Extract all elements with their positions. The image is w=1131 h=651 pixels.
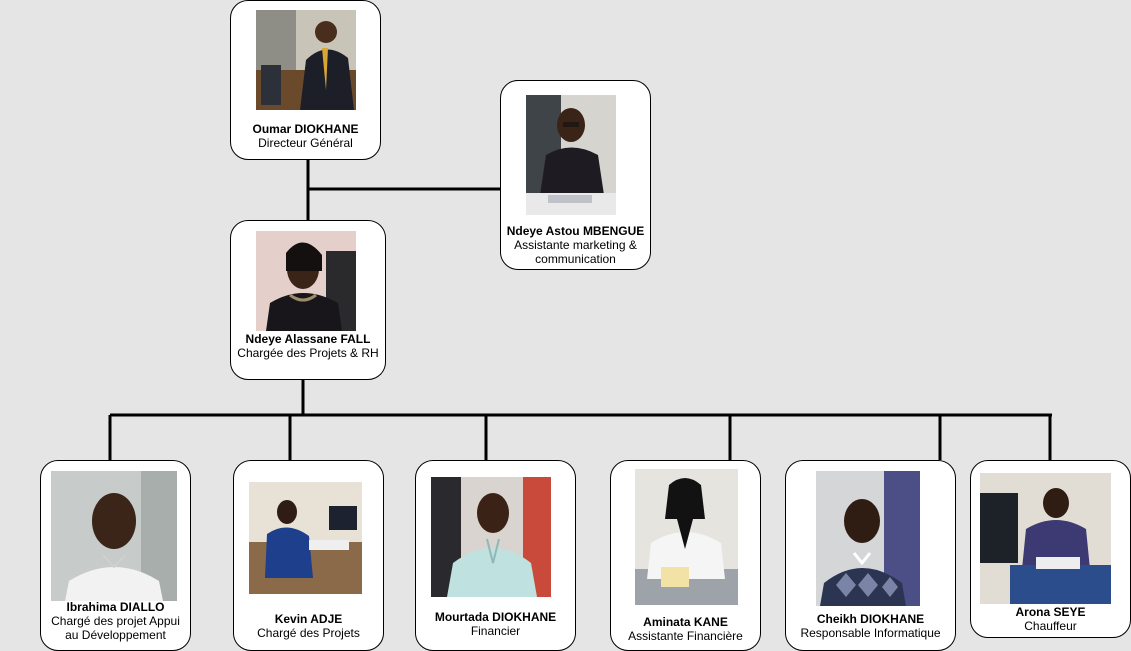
node-projects: Kevin ADJE Chargé des Projets xyxy=(233,460,384,651)
person-name: Arona SEYE xyxy=(1015,605,1086,619)
caption-finance: Mourtada DIOKHANE Financier xyxy=(418,610,573,638)
man-light-robe-photo xyxy=(431,477,551,597)
node-dev-support: Ibrahima DIALLO Chargé des projet Appui … xyxy=(40,460,191,651)
man-blue-shirt-desk-photo xyxy=(249,482,362,594)
woman-glasses-keyboard-photo xyxy=(526,95,616,215)
node-driver: Arona SEYE Chauffeur xyxy=(970,460,1131,638)
caption-director: Oumar DIOKHANE Directeur Général xyxy=(233,122,378,150)
caption-finance-assistant: Aminata KANE Assistante Financière xyxy=(613,615,758,643)
node-director: Oumar DIOKHANE Directeur Général xyxy=(230,0,381,160)
node-finance-assistant: Aminata KANE Assistante Financière xyxy=(610,460,761,651)
person-role: Responsable Informatique xyxy=(800,626,941,640)
person-role: Chauffeur xyxy=(1024,619,1077,633)
person-name: Cheikh DIOKHANE xyxy=(816,612,925,626)
person-role: Directeur Général xyxy=(258,136,353,150)
person-name: Aminata KANE xyxy=(643,615,728,629)
caption-projects: Kevin ADJE Chargé des Projets xyxy=(236,612,381,640)
node-assistant-marketing: Ndeye Astou MBENGUE Assistante marketing… xyxy=(500,80,651,270)
person-name: Ndeye Astou MBENGUE xyxy=(506,224,645,238)
caption-driver: Arona SEYE Chauffeur xyxy=(973,605,1128,633)
person-name: Ibrahima DIALLO xyxy=(66,600,165,614)
person-name: Ndeye Alassane FALL xyxy=(245,332,371,346)
caption-it: Cheikh DIOKHANE Responsable Informatique xyxy=(788,612,953,640)
caption-dev-support: Ibrahima DIALLO Chargé des projet Appui … xyxy=(43,600,188,642)
person-role: Assistante marketing & communication xyxy=(514,238,637,266)
woman-headscarf-desk-photo xyxy=(635,469,738,605)
person-name: Mourtada DIOKHANE xyxy=(434,610,557,624)
caption-assistant-marketing: Ndeye Astou MBENGUE Assistante marketing… xyxy=(503,224,648,266)
caption-projects-hr: Ndeye Alassane FALL Chargée des Projets … xyxy=(233,332,383,360)
man-suit-office-desk-photo xyxy=(256,10,356,110)
person-role: Chargé des projet Appui au Développement xyxy=(51,614,180,642)
node-projects-hr: Ndeye Alassane FALL Chargée des Projets … xyxy=(230,220,386,380)
man-desk-computer-photo xyxy=(980,473,1111,604)
man-white-shirt-portrait-photo xyxy=(51,471,177,601)
node-finance: Mourtada DIOKHANE Financier xyxy=(415,460,576,651)
person-role: Financier xyxy=(470,624,521,638)
person-name: Oumar DIOKHANE xyxy=(252,122,359,136)
person-role: Assistante Financière xyxy=(628,629,743,643)
person-name: Kevin ADJE xyxy=(274,612,343,626)
node-it: Cheikh DIOKHANE Responsable Informatique xyxy=(785,460,956,651)
man-argyle-sweater-photo xyxy=(816,471,920,606)
person-role: Chargée des Projets & RH xyxy=(237,346,379,360)
woman-chair-portrait-photo xyxy=(256,231,356,331)
person-role: Chargé des Projets xyxy=(257,626,360,640)
